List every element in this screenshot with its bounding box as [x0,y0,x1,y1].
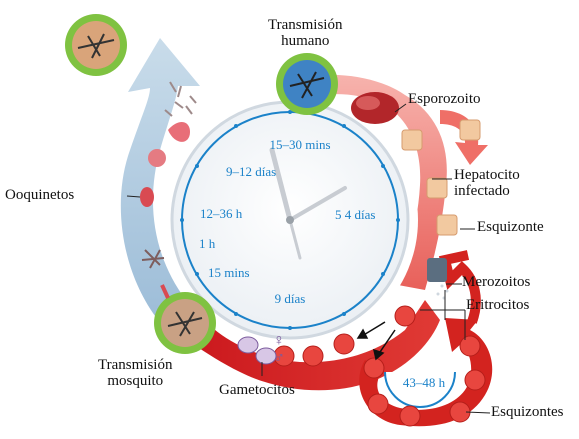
mosquito-top-badge [65,14,127,76]
label-transmision-mosquito: Transmisión mosquito [98,358,172,390]
label-transmision-humano: Transmisión humano [268,18,342,50]
liver-illustration [351,92,399,124]
clock-label-15-30-mins: 15–30 mins [269,137,330,152]
label-gametocitos: Gametocitos [219,383,295,399]
label-eritrocitos: Eritrocitos [466,298,529,314]
label-esquizontes: Esquizontes [491,405,564,421]
clock-label-1-h: 1 h [199,236,216,251]
sex-symbols: ♀ ♂ [273,332,285,367]
male-symbol: ♂ [273,350,285,367]
erythrocytic-cycle-ring: 43–48 h [385,372,455,407]
clock-label-15-mins: 15 mins [208,265,250,280]
label-transmision-mosquito-line2: mosquito [98,374,172,390]
label-transmision-mosquito-line1: Transmisión [98,358,172,374]
clock-label-12-36-h: 12–36 h [200,206,243,221]
label-merozoitos: Merozoitos [462,275,530,291]
mosquito-transmission-badge [154,292,216,354]
female-symbol: ♀ [273,332,285,349]
label-transmision-humano-line1: Transmisión [268,18,342,34]
label-ooquinetos: Ooquinetos [5,188,74,204]
label-hepatocito-infectado: Hepatocito infectado [454,168,520,200]
label-esporozoito: Esporozoito [408,92,481,108]
clock-label-9-dias: 9 días [275,291,306,306]
label-esquizonte: Esquizonte [477,220,544,236]
clock-label-5-4-dias: 5 4 días [335,207,375,222]
clock-label-9-12-dias: 9–12 días [226,164,276,179]
label-hepatocito-line2: infectado [454,184,520,200]
erythro-cycle-duration: 43–48 h [403,375,446,390]
label-hepatocito-line1: Hepatocito [454,168,520,184]
label-transmision-humano-line2: humano [268,34,342,50]
human-transmission-badge [276,53,338,115]
